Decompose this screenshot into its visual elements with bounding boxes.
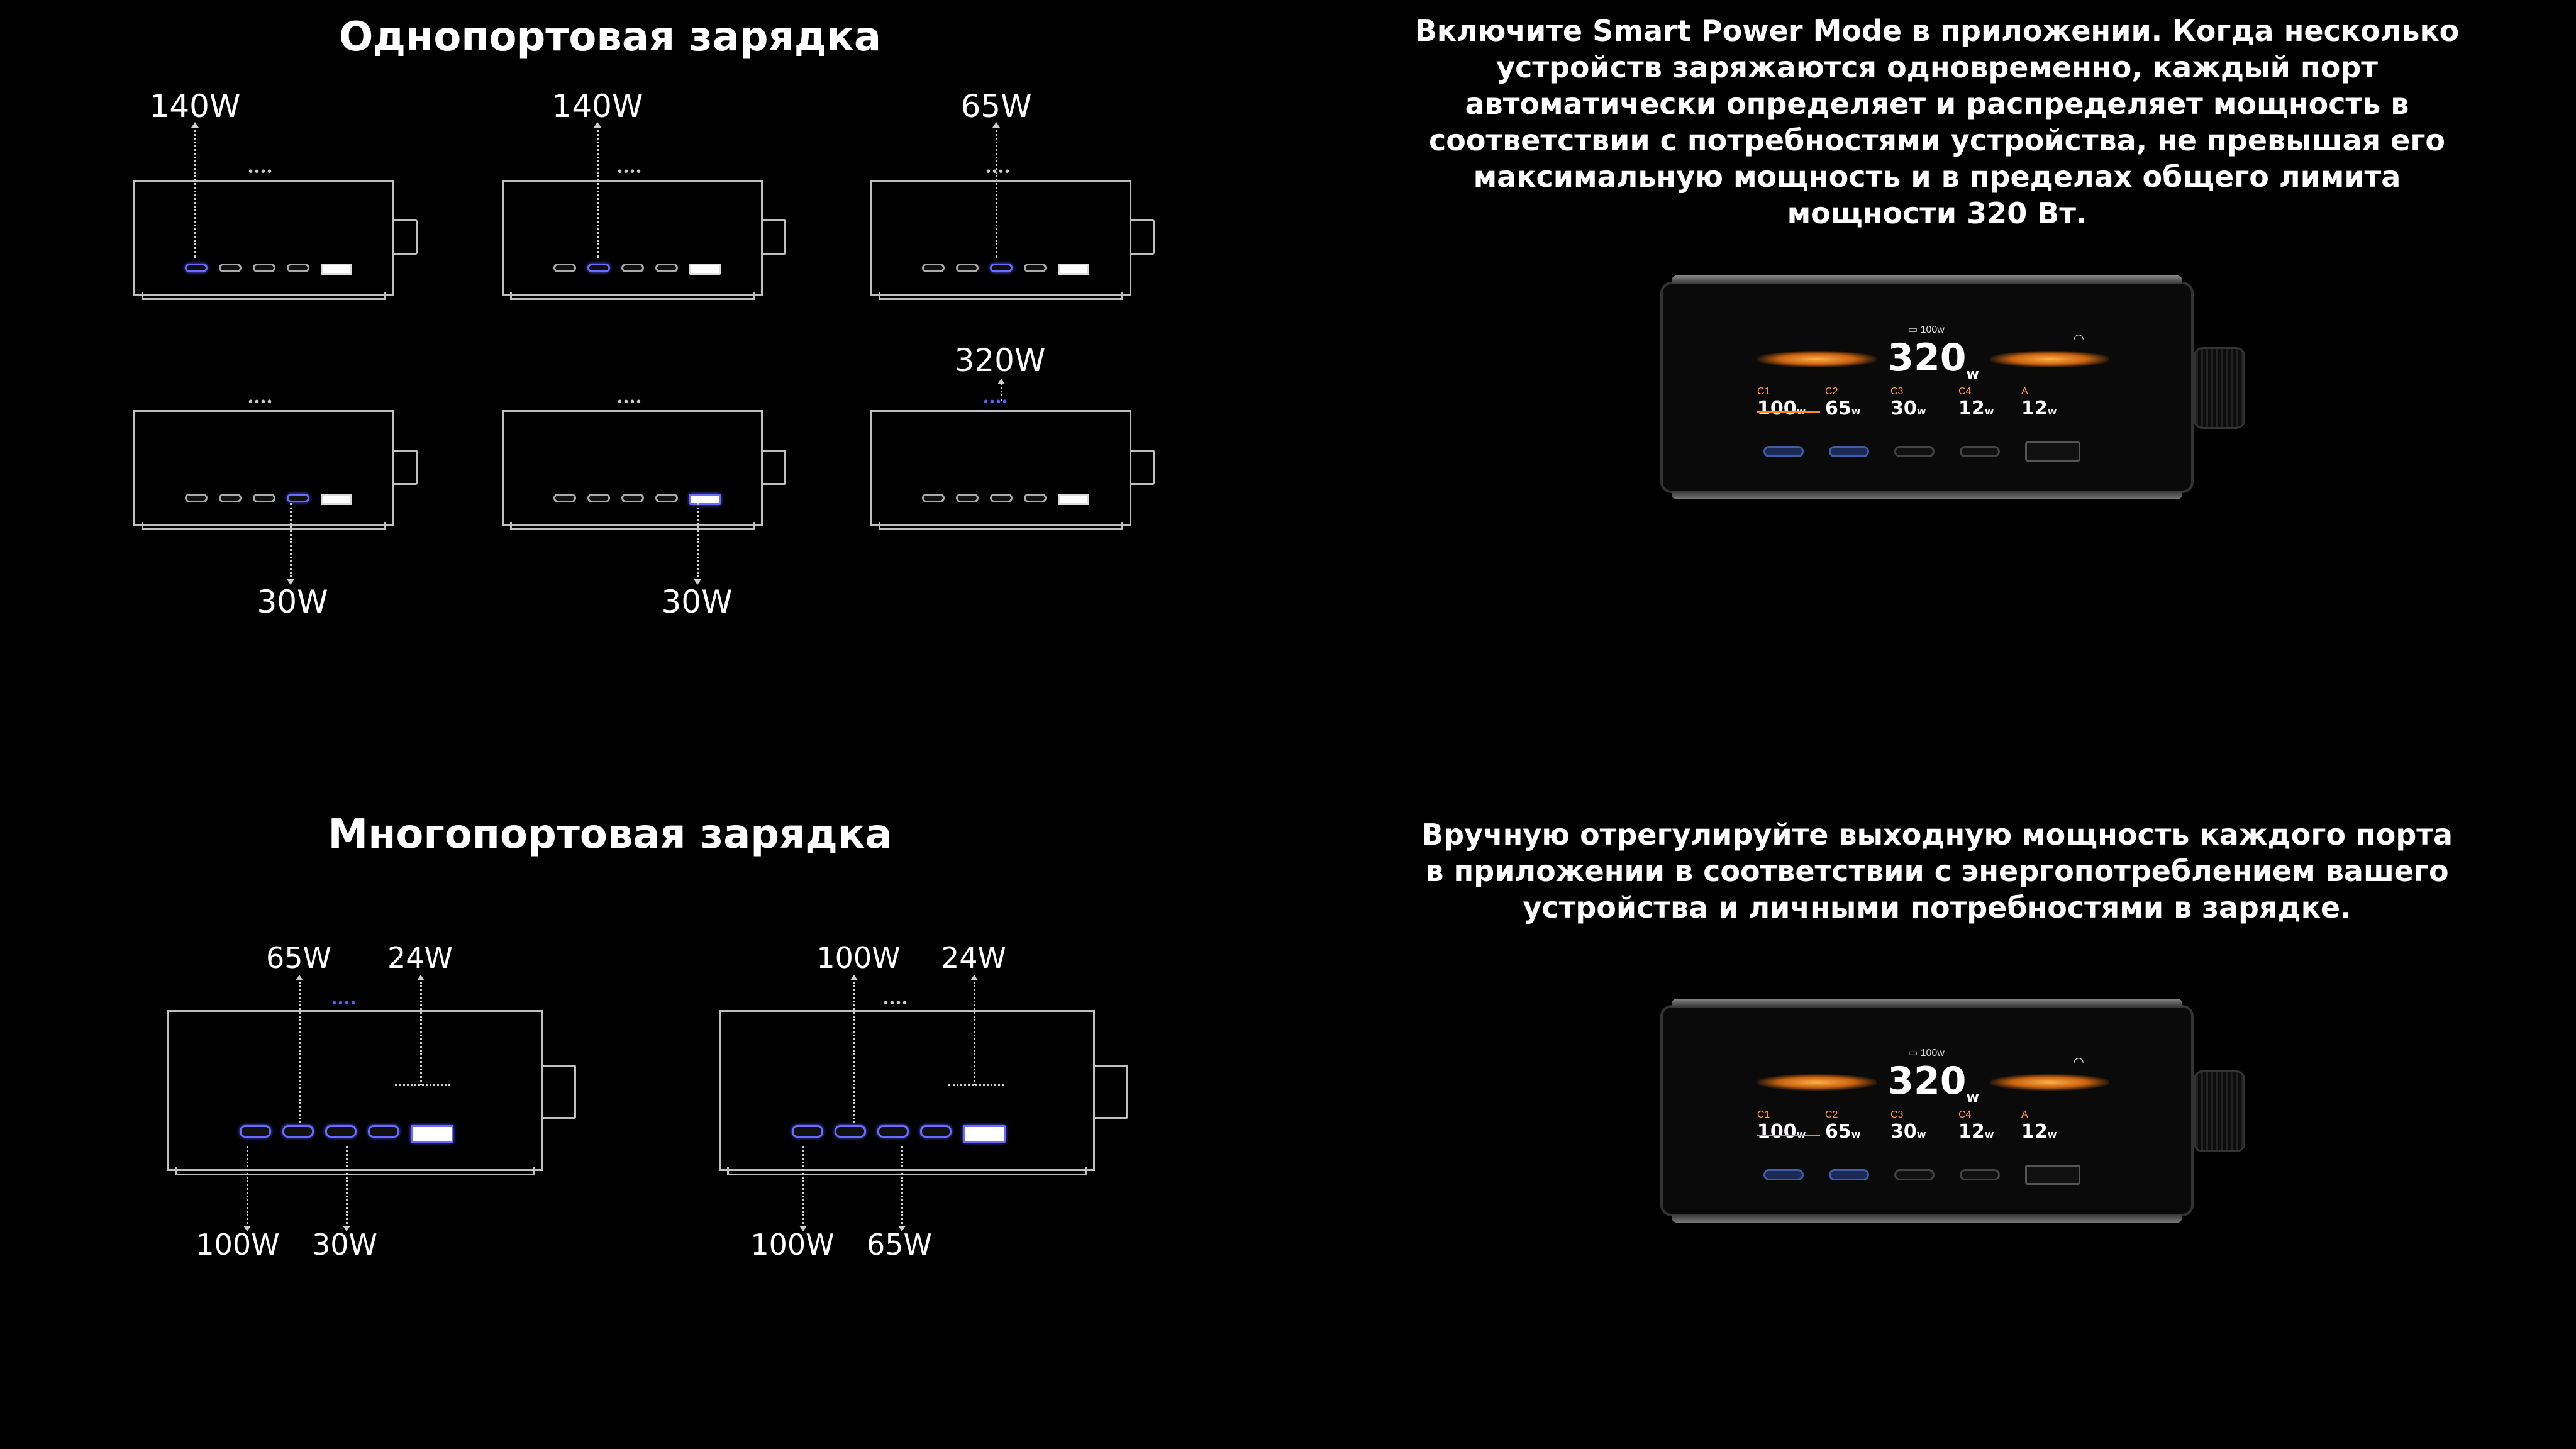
multi-right-arrow-c1b xyxy=(799,1146,807,1231)
multi-right-bottom-label-1: 100W xyxy=(750,1228,835,1262)
dial-knob xyxy=(2194,1070,2245,1152)
manual-mode-description: Вручную отрегулируйте выходную мощность … xyxy=(1421,818,2453,924)
smart-mode-description: Включите Smart Power Mode в приложении. … xyxy=(1414,14,2460,230)
charger2-leds: •••• xyxy=(618,165,643,179)
charger5-arrow xyxy=(694,503,701,585)
multi-left-bracket xyxy=(395,1084,450,1086)
charger3-outline xyxy=(870,180,1155,300)
multi-right-arrow-a xyxy=(970,975,978,1085)
charger2-arrow xyxy=(594,122,601,258)
multi-right-top-label-2: 24W xyxy=(940,941,1007,975)
multi-right-arrow-c3 xyxy=(898,1146,906,1231)
charger4-outline xyxy=(133,410,418,530)
charger1-arrow xyxy=(191,122,199,258)
multi-right-bottom-label-2: 65W xyxy=(866,1228,933,1262)
total-power: 320 xyxy=(1887,1059,1967,1103)
charger2-outline xyxy=(502,180,786,300)
multi-right-bracket xyxy=(948,1084,1004,1086)
multi-left-arrow-c1 xyxy=(243,1146,251,1231)
charger6-outline xyxy=(870,410,1155,530)
charger6-arrow xyxy=(997,379,1005,401)
charger3-top-label: 65W xyxy=(960,88,1032,125)
charger1-top-label: 140W xyxy=(149,88,241,125)
charger5-leds: •••• xyxy=(618,395,643,409)
charger4-arrow xyxy=(287,503,294,585)
charger5-bottom-label: 30W xyxy=(661,584,733,620)
charger3-leds: •••• xyxy=(986,165,1012,179)
charger3-arrow xyxy=(992,122,1000,258)
wifi-icon: ◠ xyxy=(2073,1055,2084,1069)
charger4-leds: •••• xyxy=(248,395,274,409)
multi-left-bottom-label-2: 30W xyxy=(311,1228,378,1262)
charger6-top-label: 320W xyxy=(954,342,1046,379)
charger4-bottom-label: 30W xyxy=(257,584,328,620)
multi-right-arrow-c1 xyxy=(850,975,858,1127)
multi-left-bottom-label-1: 100W xyxy=(196,1228,280,1262)
multi-left-leds: •••• xyxy=(332,996,358,1010)
charger5-outline xyxy=(502,410,786,530)
multi-right-leds: •••• xyxy=(884,996,909,1010)
charger1-leds: •••• xyxy=(248,165,274,179)
multi-right-top-label-1: 100W xyxy=(816,941,901,975)
multi-left-top-label-2: 24W xyxy=(387,941,453,975)
dial-knob xyxy=(2194,347,2245,429)
battery-icon: ▭ 100w xyxy=(1908,1048,1945,1058)
multi-left-arrow-a xyxy=(417,975,425,1085)
multi-left-charger xyxy=(167,1010,576,1175)
total-power: 320 xyxy=(1887,336,1967,380)
multi-left-top-label-1: 65W xyxy=(265,941,332,975)
multi-left-arrow-c3 xyxy=(343,1146,350,1231)
multi-left-arrow-c2 xyxy=(296,975,303,1127)
wifi-icon: ◠ xyxy=(2073,332,2084,346)
charger6-leds: •••• xyxy=(984,395,1009,409)
battery-icon: ▭ 100w xyxy=(1908,325,1945,335)
multi-right-charger xyxy=(719,1010,1128,1175)
charger1-outline xyxy=(133,180,418,300)
charger2-top-label: 140W xyxy=(552,88,643,125)
multi-port-title: Многопортовая зарядка xyxy=(328,811,892,858)
single-port-title: Однопортовая зарядка xyxy=(339,14,881,60)
